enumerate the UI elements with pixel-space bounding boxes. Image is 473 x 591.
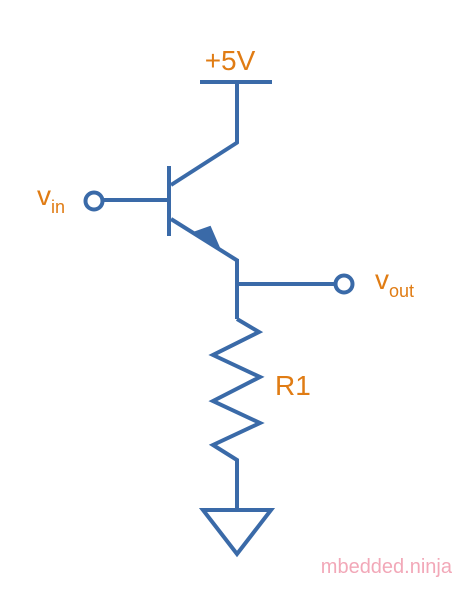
vout-label-main: v (375, 264, 389, 295)
vin-label-sub: in (51, 197, 65, 217)
resistor-label: R1 (275, 370, 311, 401)
vin-terminal-icon (83, 190, 167, 212)
resistor-icon (208, 317, 265, 510)
emitter-arrow-icon (193, 225, 223, 254)
vout-label: vout (375, 264, 414, 301)
vout-label-sub: out (389, 281, 414, 301)
vout-terminal-icon (235, 259, 355, 319)
vin-label-main: v (37, 180, 51, 211)
vin-label: vin (37, 180, 65, 217)
ground-icon (198, 508, 276, 558)
watermark-text: mbedded.ninja (321, 556, 453, 578)
supply-rail-icon (200, 80, 272, 143)
supply-label: +5V (205, 45, 256, 76)
npn-transistor-icon (167, 140, 240, 263)
